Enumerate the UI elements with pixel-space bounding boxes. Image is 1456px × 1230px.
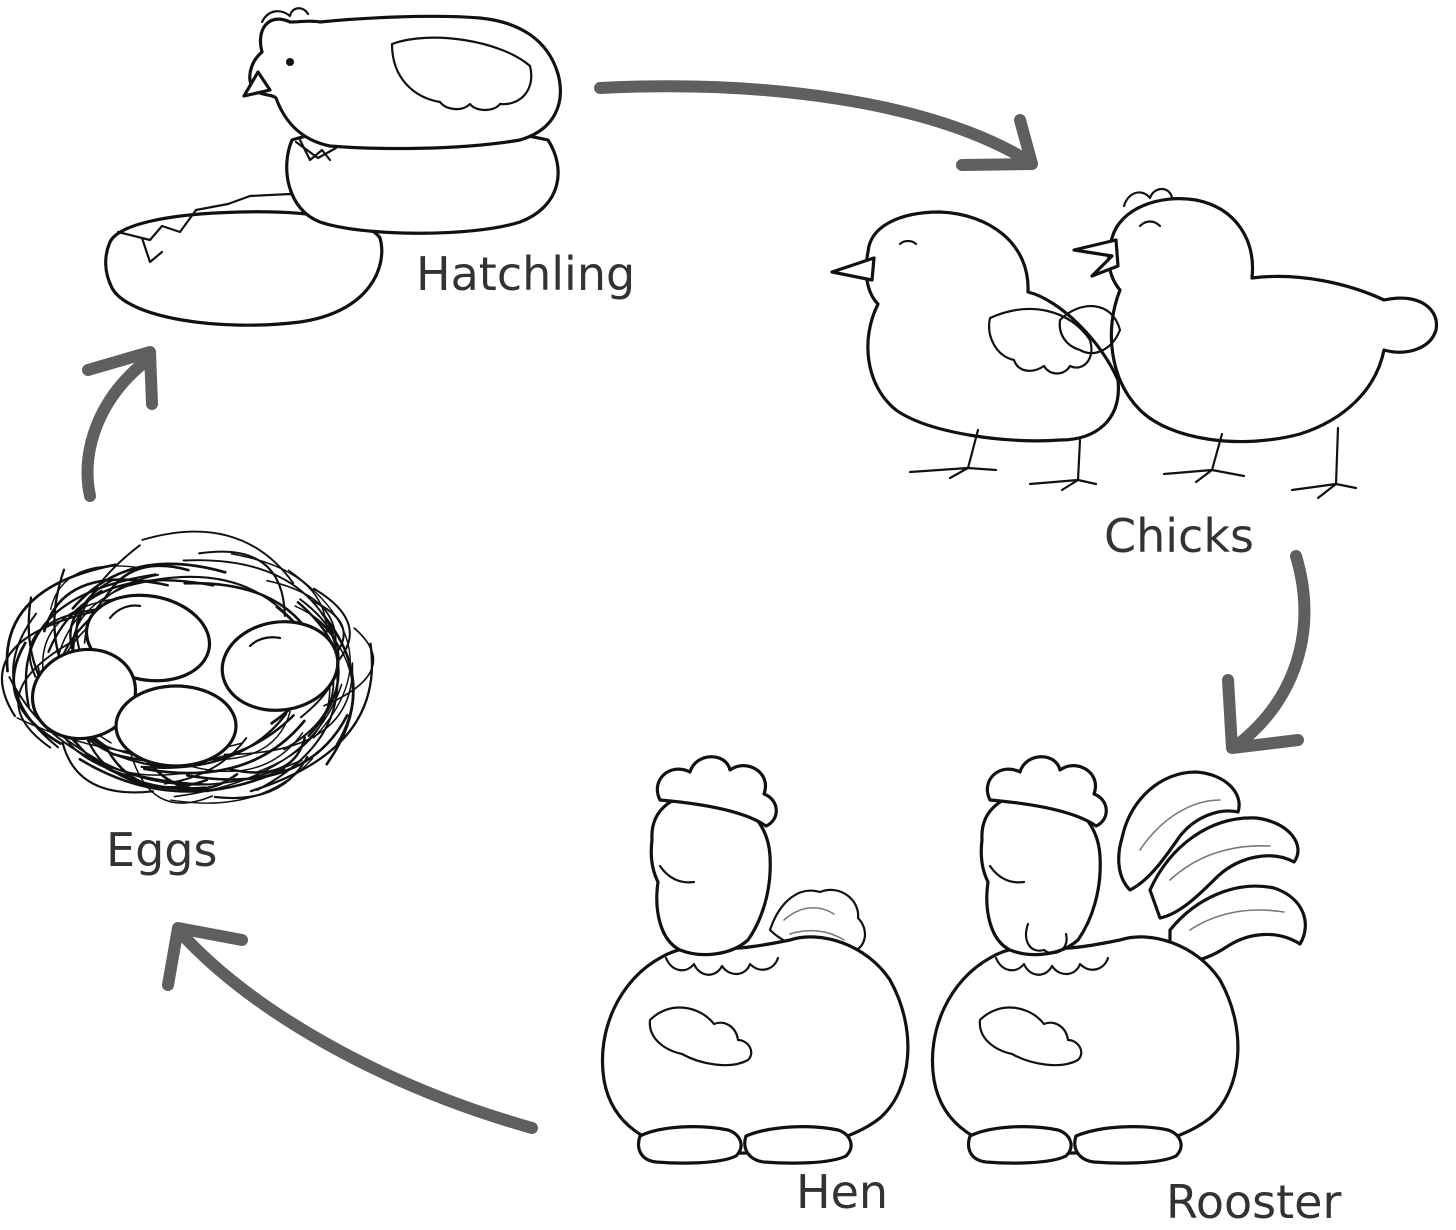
arrow-hatchling-to-chicks: [600, 86, 1032, 165]
arrow-adults-to-eggs: [168, 928, 532, 1128]
arrow-eggs-to-hatchling: [88, 352, 153, 496]
nest-straw-strand: [142, 532, 293, 584]
label-hen: Hen: [796, 1165, 888, 1219]
label-rooster: Rooster: [1166, 1175, 1341, 1226]
hen-illustration: [602, 757, 907, 1163]
egg-4: [116, 686, 236, 766]
label-chicks: Chicks: [1104, 509, 1254, 563]
chicks-illustration: [832, 189, 1437, 498]
arrow-chicks-to-adults: [1228, 556, 1304, 748]
eggs-nest-illustration: [2, 532, 373, 804]
rooster-illustration: [932, 757, 1305, 1163]
label-hatchling: Hatchling: [416, 247, 635, 301]
label-eggs: Eggs: [106, 823, 217, 877]
